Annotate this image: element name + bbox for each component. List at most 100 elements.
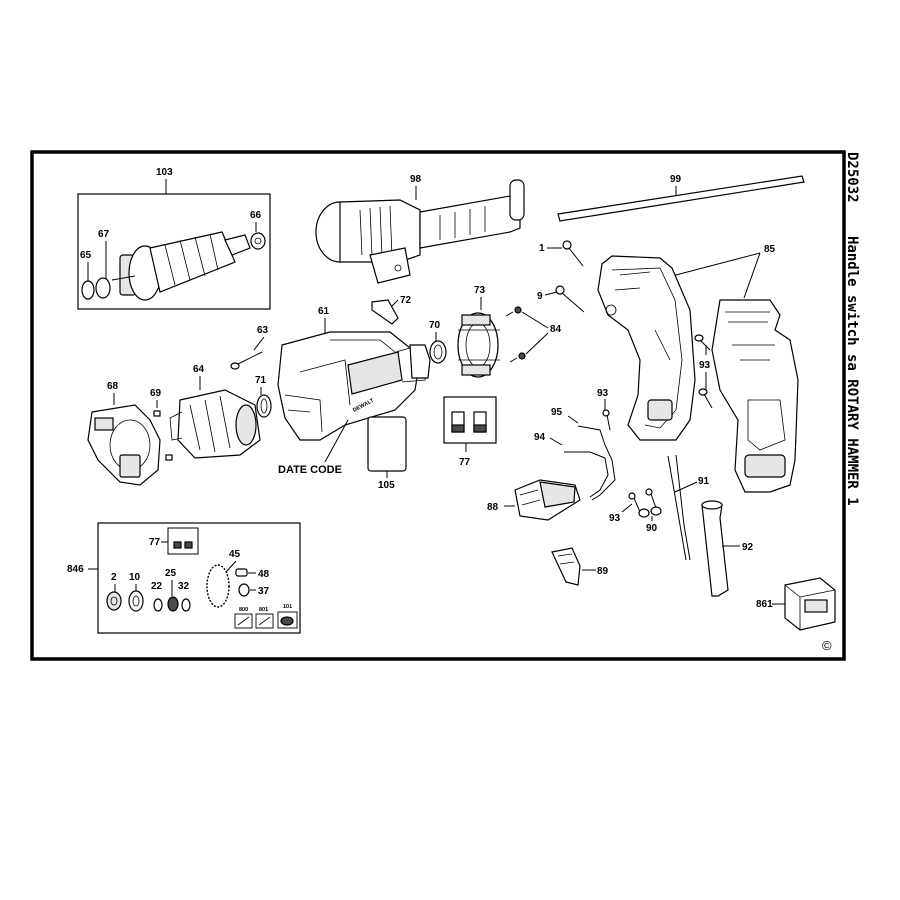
side-handle-part xyxy=(315,179,525,284)
callout-1: 1 xyxy=(539,243,545,254)
callout-93-bottom: 93 xyxy=(609,513,621,524)
case-861-part xyxy=(784,577,836,631)
callout-61: 61 xyxy=(318,306,330,317)
ring-70-part xyxy=(429,340,447,364)
callout-801: 801 xyxy=(259,607,268,613)
callout-800: 800 xyxy=(239,607,248,613)
brush-box-77 xyxy=(443,396,497,444)
callout-70: 70 xyxy=(429,320,441,331)
screw-93-bottom xyxy=(628,488,657,513)
part-2 xyxy=(106,591,122,611)
wire-95-part xyxy=(577,425,616,501)
bearing-67 xyxy=(95,277,111,299)
part-22 xyxy=(153,598,163,612)
callout-37: 37 xyxy=(258,586,270,597)
callout-98: 98 xyxy=(410,174,422,185)
screw-69-part xyxy=(153,410,173,461)
callout-25: 25 xyxy=(165,568,177,579)
callout-103: 103 xyxy=(156,167,173,178)
motor-housing-part xyxy=(277,331,431,441)
callout-72: 72 xyxy=(400,295,412,306)
date-code-label: DATE CODE xyxy=(278,464,342,476)
callout-93-right: 93 xyxy=(699,360,711,371)
callout-99: 99 xyxy=(670,174,682,185)
copyright-mark: © xyxy=(822,638,832,653)
callout-105: 105 xyxy=(378,480,395,491)
callout-22: 22 xyxy=(151,581,163,592)
side-title: Handle switch sa ROTARY HAMMER 1 xyxy=(844,236,860,506)
bracket-72-part xyxy=(371,299,399,325)
callout-65: 65 xyxy=(80,250,92,261)
callout-95: 95 xyxy=(551,407,563,418)
ring-71-part xyxy=(256,394,272,418)
callout-94: 94 xyxy=(534,432,546,443)
callout-64: 64 xyxy=(193,364,205,375)
screw-63-part xyxy=(230,351,263,370)
armature-group-box xyxy=(77,193,271,310)
callout-71: 71 xyxy=(255,375,267,386)
kit-brush-part xyxy=(173,541,193,549)
bearing-66 xyxy=(250,232,266,250)
screw-93-upper xyxy=(694,334,711,351)
part-48 xyxy=(235,568,248,577)
switch-88-part xyxy=(514,479,581,521)
callout-89: 89 xyxy=(597,566,609,577)
screw-84-part xyxy=(505,306,526,363)
callout-63: 63 xyxy=(257,325,269,336)
callout-88: 88 xyxy=(487,502,499,513)
label-105-part xyxy=(367,416,407,472)
callout-9: 9 xyxy=(537,291,543,302)
kit-item-101 xyxy=(277,611,298,629)
ring-37-part xyxy=(238,583,250,597)
handle-housing-left-part xyxy=(597,255,696,441)
callout-101: 101 xyxy=(283,604,292,610)
brush-holder-73-part xyxy=(457,312,500,378)
handle-housing-right-part xyxy=(711,299,799,493)
callout-66: 66 xyxy=(250,210,262,221)
callout-77: 77 xyxy=(459,457,471,468)
field-64-part xyxy=(169,389,261,459)
armature-part xyxy=(111,231,251,301)
o-ring-45-part xyxy=(206,564,230,608)
screw-9-part xyxy=(555,285,585,313)
callout-77-kit: 77 xyxy=(149,537,161,548)
callout-48: 48 xyxy=(258,569,270,580)
kit-item-800 xyxy=(234,613,253,629)
rear-cover-68-part xyxy=(87,404,161,486)
bearing-65 xyxy=(81,280,95,300)
callout-93-middle: 93 xyxy=(597,388,609,399)
kit-brush-box xyxy=(167,527,199,555)
callout-73: 73 xyxy=(474,285,486,296)
cord-guard-92-part xyxy=(701,500,729,597)
part-10 xyxy=(128,590,144,612)
depth-rod-part xyxy=(557,175,805,222)
part-32 xyxy=(181,598,191,612)
callout-91: 91 xyxy=(698,476,710,487)
cable-91-part xyxy=(667,454,691,561)
brush-77-part xyxy=(451,411,487,433)
model-number: D25032 xyxy=(844,152,860,203)
callout-861: 861 xyxy=(756,599,773,610)
callout-2: 2 xyxy=(111,572,117,583)
kit-item-801 xyxy=(255,613,274,629)
clamp-90-part xyxy=(638,506,662,518)
diagram-frame xyxy=(30,150,846,661)
kit-box-846 xyxy=(97,522,301,634)
callout-67: 67 xyxy=(98,229,110,240)
callout-846: 846 xyxy=(67,564,84,575)
callout-68: 68 xyxy=(107,381,119,392)
callout-45: 45 xyxy=(229,549,241,560)
callout-84: 84 xyxy=(550,324,562,335)
wire-94-part xyxy=(564,451,609,498)
screw-1-part xyxy=(562,240,584,267)
callout-10: 10 xyxy=(129,572,141,583)
callout-32: 32 xyxy=(178,581,190,592)
callout-92: 92 xyxy=(742,542,754,553)
part-25 xyxy=(167,596,179,612)
screw-93-lower xyxy=(698,388,713,409)
screw-93-middle xyxy=(602,409,611,431)
callout-85: 85 xyxy=(764,244,776,255)
callout-90: 90 xyxy=(646,523,658,534)
callout-69: 69 xyxy=(150,388,162,399)
